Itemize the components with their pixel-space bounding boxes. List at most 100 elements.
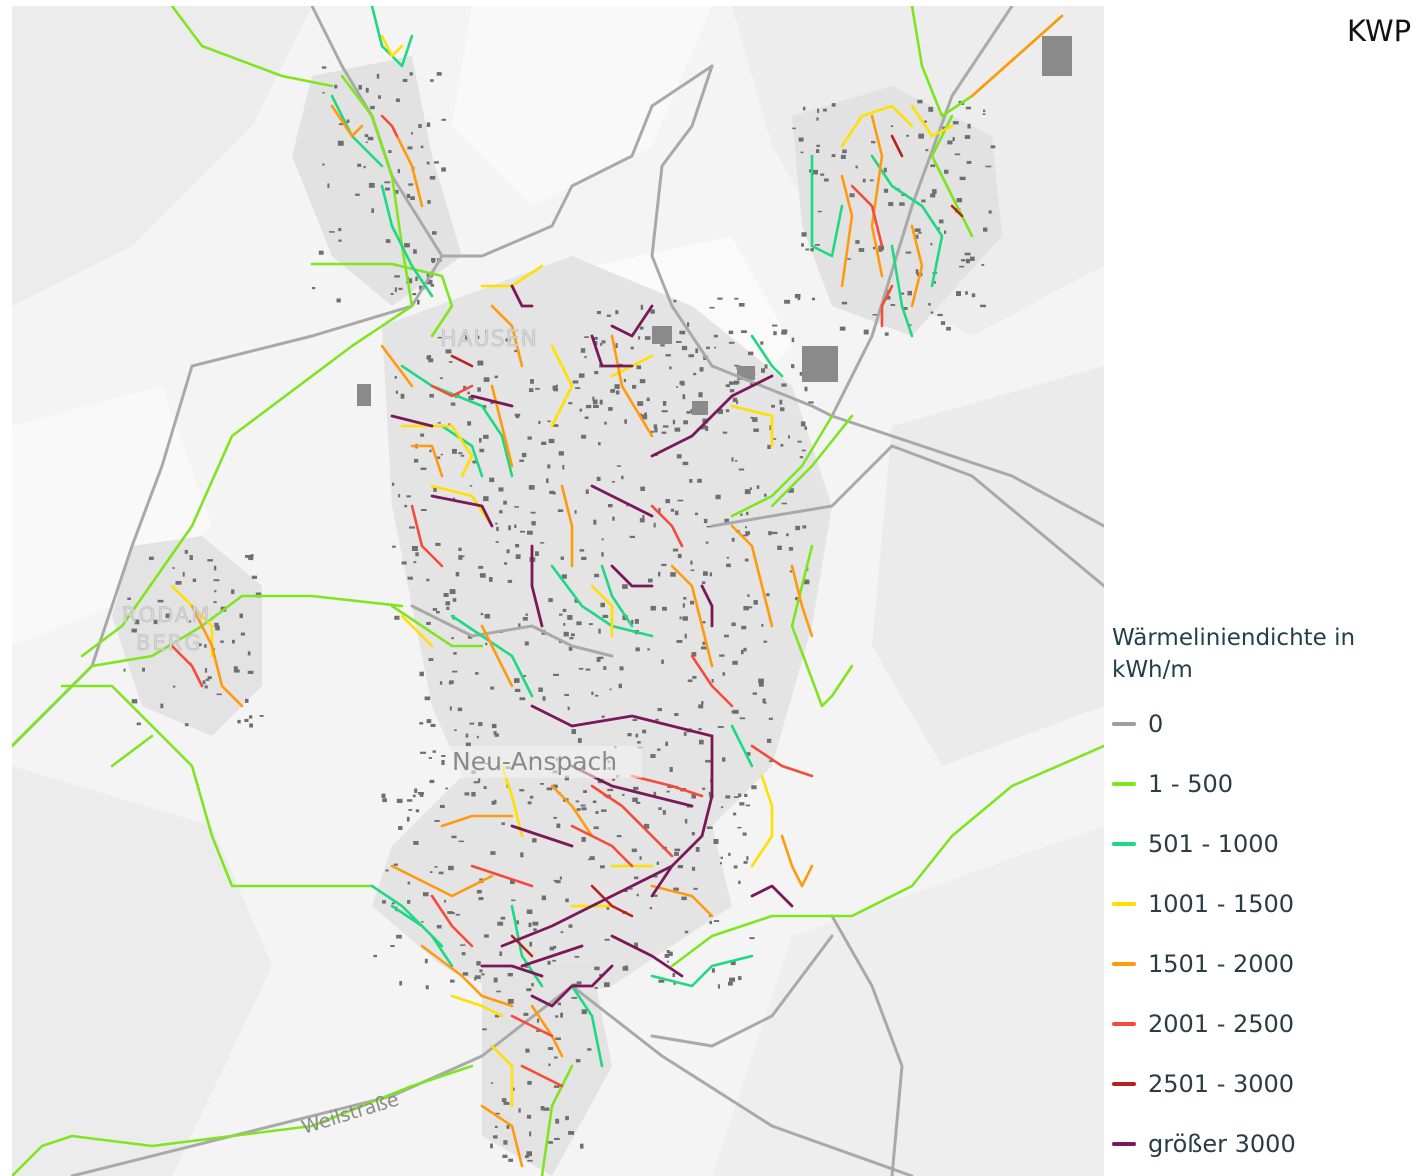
- heat-density-street[interactable]: [770, 414, 854, 508]
- heat-density-street[interactable]: [450, 354, 474, 368]
- heat-density-street[interactable]: [530, 704, 714, 738]
- heat-density-street[interactable]: [550, 564, 654, 638]
- heat-density-street[interactable]: [590, 784, 674, 858]
- heat-density-street[interactable]: [670, 744, 1104, 968]
- heat-density-street[interactable]: [12, 664, 94, 748]
- heat-density-street[interactable]: [500, 864, 674, 948]
- heat-density-street[interactable]: [520, 944, 584, 968]
- heat-density-street[interactable]: [550, 784, 594, 838]
- heat-density-street[interactable]: [440, 424, 484, 478]
- heat-density-street[interactable]: [650, 884, 714, 918]
- heat-density-street[interactable]: [690, 654, 734, 708]
- heat-density-street[interactable]: [560, 484, 574, 568]
- heat-density-street[interactable]: [12, 1064, 474, 1176]
- heat-density-street[interactable]: [970, 14, 1064, 98]
- heat-density-street[interactable]: [840, 174, 854, 288]
- legend-item-1501-2000[interactable]: 1501 - 2000: [1112, 934, 1422, 994]
- heat-density-street[interactable]: [540, 1064, 574, 1176]
- heat-density-street[interactable]: [490, 384, 514, 468]
- heat-density-street[interactable]: [750, 744, 814, 778]
- heat-density-street[interactable]: [790, 564, 814, 638]
- heat-density-street[interactable]: [310, 262, 454, 338]
- legend-item-2501-3000[interactable]: 2501 - 3000: [1112, 1054, 1422, 1114]
- legend-item-groesser-3000[interactable]: größer 3000: [1112, 1114, 1422, 1174]
- heat-density-street[interactable]: [390, 604, 484, 648]
- heat-density-street[interactable]: [430, 494, 494, 528]
- heat-density-street[interactable]: [910, 224, 924, 308]
- heat-density-street[interactable]: [60, 684, 374, 888]
- heat-density-street[interactable]: [470, 864, 534, 888]
- heat-density-street[interactable]: [490, 304, 524, 368]
- heat-density-street[interactable]: [730, 724, 754, 768]
- legend-item-1-500[interactable]: 1 - 500: [1112, 754, 1422, 814]
- heat-density-street[interactable]: [530, 984, 574, 1008]
- heat-density-street[interactable]: [400, 364, 514, 478]
- heat-density-street[interactable]: [380, 34, 404, 58]
- heat-density-street[interactable]: [380, 344, 414, 388]
- heat-density-street[interactable]: [730, 524, 774, 628]
- heat-density-street[interactable]: [110, 734, 154, 768]
- heat-density-street[interactable]: [750, 884, 794, 908]
- heat-density-street[interactable]: [430, 384, 474, 398]
- heat-density-street[interactable]: [880, 284, 894, 328]
- heat-density-street[interactable]: [170, 644, 204, 688]
- heat-density-street[interactable]: [610, 334, 654, 438]
- heat-density-street[interactable]: [610, 934, 684, 978]
- map-canvas[interactable]: HAUSEN RODAM BERG Neu-Anspach Weilstraße: [12, 6, 1104, 1176]
- heat-density-street[interactable]: [650, 734, 714, 898]
- heat-density-street[interactable]: [330, 104, 364, 138]
- heat-density-street[interactable]: [380, 114, 399, 138]
- heat-density-street[interactable]: [80, 74, 414, 658]
- heat-density-street[interactable]: [570, 984, 604, 1068]
- heat-density-street[interactable]: [410, 504, 444, 568]
- heat-density-street[interactable]: [490, 1044, 514, 1108]
- heat-density-network[interactable]: [12, 6, 1104, 1176]
- heat-density-street[interactable]: [590, 484, 654, 518]
- heat-density-street[interactable]: [370, 884, 454, 968]
- heat-density-street[interactable]: [750, 774, 774, 868]
- heat-density-street[interactable]: [570, 824, 634, 868]
- heat-density-street[interactable]: [170, 584, 214, 658]
- heat-density-street[interactable]: [570, 964, 614, 988]
- heat-density-street[interactable]: [850, 184, 884, 248]
- heat-density-street[interactable]: [510, 824, 574, 848]
- heat-density-street[interactable]: [600, 564, 634, 628]
- heat-density-street[interactable]: [790, 544, 854, 708]
- legend-item-0[interactable]: 0: [1112, 694, 1422, 754]
- heat-density-street[interactable]: [510, 1014, 554, 1038]
- heat-density-street[interactable]: [470, 394, 514, 408]
- heat-density-map[interactable]: HAUSEN RODAM BERG Neu-Anspach Weilstraße: [12, 6, 1104, 1176]
- heat-density-street[interactable]: [90, 594, 404, 668]
- heat-density-street[interactable]: [420, 944, 514, 1008]
- heat-density-street[interactable]: [430, 484, 494, 528]
- heat-density-street[interactable]: [390, 124, 424, 208]
- heat-density-street[interactable]: [390, 864, 494, 898]
- heat-density-street[interactable]: [780, 834, 814, 888]
- legend-item-501-1000[interactable]: 501 - 1000: [1112, 814, 1422, 874]
- heat-density-street[interactable]: [650, 954, 754, 988]
- heat-density-street[interactable]: [380, 184, 434, 298]
- heat-density-street[interactable]: [170, 6, 334, 88]
- heat-density-street[interactable]: [890, 244, 914, 338]
- heat-density-street[interactable]: [410, 444, 444, 478]
- heat-density-street[interactable]: [670, 564, 714, 668]
- heat-density-street[interactable]: [890, 134, 904, 158]
- heat-density-street[interactable]: [730, 404, 774, 448]
- heat-density-street[interactable]: [590, 884, 634, 918]
- heat-density-street[interactable]: [390, 414, 434, 428]
- heat-density-street[interactable]: [870, 114, 884, 278]
- heat-density-street[interactable]: [430, 894, 474, 948]
- heat-density-street[interactable]: [950, 204, 964, 218]
- heat-density-street[interactable]: [630, 774, 704, 798]
- heat-density-street[interactable]: [480, 1104, 524, 1168]
- heat-density-street[interactable]: [700, 584, 714, 628]
- heat-density-street[interactable]: [190, 604, 244, 708]
- legend-item-2001-2500[interactable]: 2001 - 2500: [1112, 994, 1422, 1054]
- heat-density-street[interactable]: [440, 814, 514, 828]
- heat-density-street[interactable]: [650, 374, 774, 458]
- heat-density-street[interactable]: [610, 304, 654, 338]
- heat-density-street[interactable]: [450, 994, 504, 1018]
- heat-density-street[interactable]: [390, 904, 444, 948]
- heat-density-street[interactable]: [910, 104, 954, 138]
- heat-density-street[interactable]: [870, 154, 944, 288]
